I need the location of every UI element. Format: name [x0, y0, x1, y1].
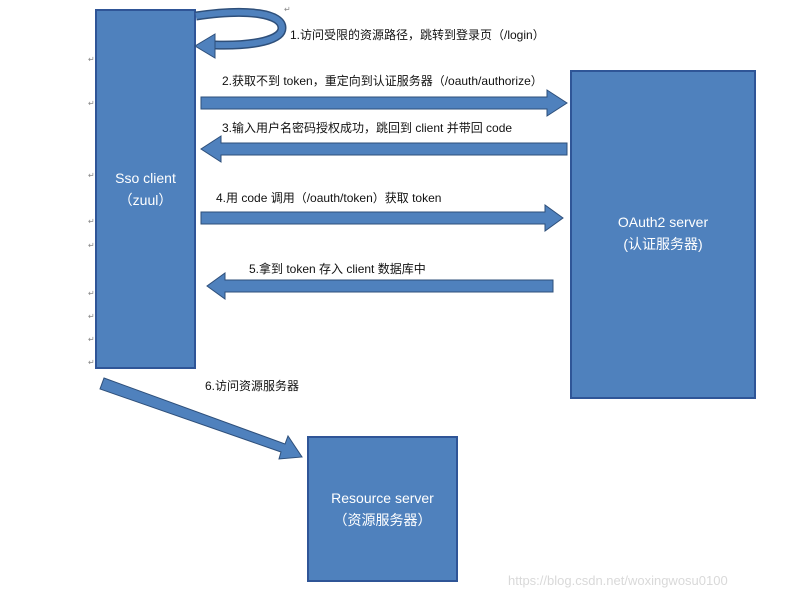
step2-arrow	[200, 89, 568, 117]
sso-client-name: Sso client	[115, 170, 176, 186]
paragraph-mark: ↵	[88, 312, 95, 321]
oauth2-server-name: OAuth2 server	[617, 214, 709, 230]
sso-client-label: Sso client （zuul）	[96, 167, 195, 211]
step5-arrow	[206, 272, 554, 300]
step3-label: 3.输入用户名密码授权成功，跳回到 client 并带回 code	[222, 121, 513, 135]
resource-server-box	[307, 436, 458, 582]
oauth2-server-label: OAuth2 server (认证服务器)	[571, 211, 755, 255]
paragraph-mark: ↵	[88, 171, 95, 180]
step6-label: 6.访问资源服务器	[205, 379, 300, 393]
step4-arrow	[200, 204, 564, 232]
step2-label: 2.获取不到 token，重定向到认证服务器（/oauth/authorize）	[222, 74, 543, 88]
paragraph-mark: ↵	[88, 241, 95, 250]
sso-client-box	[95, 9, 196, 369]
paragraph-mark: ↵	[88, 217, 95, 226]
step1-loop-arrow	[194, 7, 287, 59]
paragraph-mark: ↵	[284, 5, 291, 14]
step3-arrow	[200, 135, 568, 163]
resource-server-label: Resource server （资源服务器）	[308, 487, 457, 531]
step6-arrow	[99, 377, 303, 460]
paragraph-mark: ↵	[88, 358, 95, 367]
paragraph-mark: ↵	[88, 55, 95, 64]
paragraph-mark: ↵	[88, 289, 95, 298]
paragraph-mark: ↵	[88, 335, 95, 344]
paragraph-mark: ↵	[88, 99, 95, 108]
oauth2-server-box	[570, 70, 756, 399]
step1-label: 1.访问受限的资源路径，跳转到登录页（/login）	[290, 28, 545, 42]
resource-server-name: Resource server	[331, 490, 434, 506]
oauth2-server-sub: (认证服务器)	[623, 236, 703, 252]
sso-client-sub: （zuul）	[118, 192, 173, 208]
step5-label: 5.拿到 token 存入 client 数据库中	[249, 262, 426, 276]
resource-server-sub: （资源服务器）	[333, 512, 432, 528]
watermark-text: https://blog.csdn.net/woxingwosu0100	[508, 573, 728, 588]
step4-label: 4.用 code 调用（/oauth/token）获取 token	[216, 191, 442, 205]
